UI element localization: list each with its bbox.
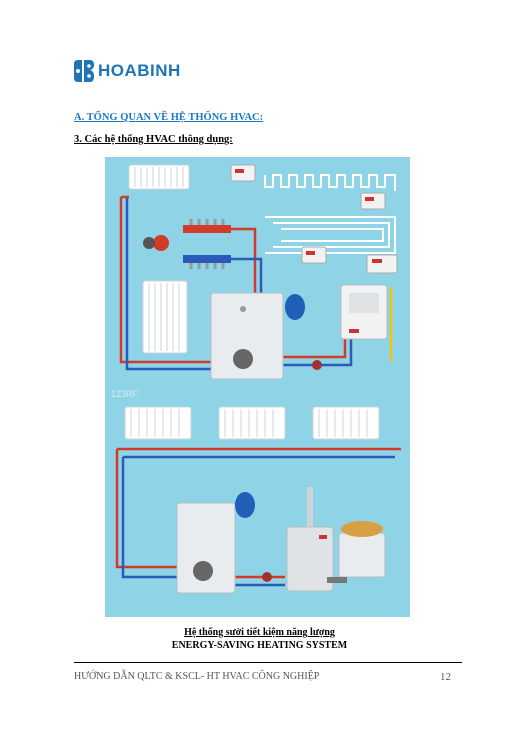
radiator-mid <box>142 280 188 354</box>
footer-divider <box>74 662 462 663</box>
pellet-boiler <box>286 487 334 592</box>
thermostat-4 <box>366 254 398 274</box>
radiator-top <box>128 164 190 190</box>
radiator-row <box>124 406 380 440</box>
watermark-mark: 123RF <box>111 389 139 399</box>
boiler-upper <box>210 292 284 380</box>
expansion-tank-upper <box>285 294 305 320</box>
thermostat-3 <box>301 246 327 264</box>
pellet-hopper <box>327 521 386 583</box>
pump-small <box>143 235 169 251</box>
logo-wordmark: HOABINH <box>98 61 181 80</box>
heating-system-illustration: 123RF <box>105 157 410 617</box>
underfloor-coil <box>264 174 396 254</box>
manifold <box>183 219 231 269</box>
thermostat-1 <box>230 164 256 182</box>
hoabinh-logo: HOABINH <box>72 58 212 88</box>
figure-caption-vn: Hệ thống sưởi tiết kiệm năng lượng <box>184 627 335 638</box>
pump-upper <box>312 360 322 370</box>
page-number: 12 <box>440 671 451 683</box>
hoabinh-logo-icon <box>74 60 94 82</box>
expansion-tank-lower <box>235 492 255 518</box>
thermostat-2 <box>360 192 386 210</box>
subsection-title: 3. Các hệ thống HVAC thông dụng: <box>74 134 233 145</box>
heating-diagram <box>105 157 410 617</box>
footer-text: HƯỚNG DẪN QLTC & KSCL- HT HVAC CÔNG NGHI… <box>74 671 320 682</box>
section-title: A. TỔNG QUAN VỀ HỆ THỐNG HVAC: <box>74 112 264 123</box>
figure-caption-en: ENERGY-SAVING HEATING SYSTEM <box>171 640 348 651</box>
boiler-lower <box>176 502 236 594</box>
gas-heater <box>340 284 388 340</box>
pump-lower <box>262 572 272 582</box>
